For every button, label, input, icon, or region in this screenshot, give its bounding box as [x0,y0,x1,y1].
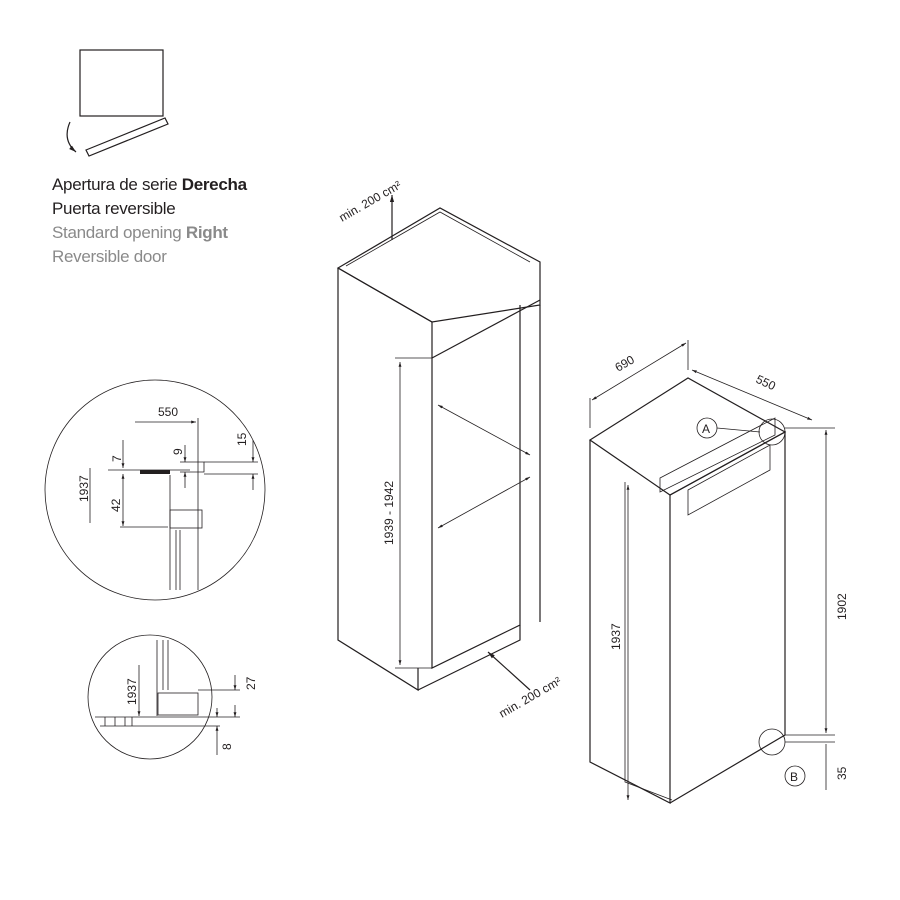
vent-bottom-label: min. 200 cm² [497,674,564,721]
door-height-label: 1937 [609,623,623,650]
marker-b: B [790,770,798,784]
detail-a-height: 1937 [77,475,91,502]
detail-b-27: 27 [244,676,258,690]
detail-a-9: 9 [171,448,185,455]
marker-a: A [702,422,710,436]
door-opening-icon [66,49,169,157]
detail-b-circle [87,634,240,760]
vent-top-label: min. 200 cm² [337,178,404,225]
detail-b-8: 8 [220,743,234,750]
detail-a-15: 15 [235,432,249,446]
appliance-drawing [588,340,835,804]
detail-a-width: 550 [158,405,178,419]
caption-es-prefix: Apertura de serie [52,175,182,194]
caption-en-prefix: Standard opening [52,223,186,242]
detail-a-7: 7 [110,455,124,462]
caption-es-side: Derecha [181,175,247,194]
caption-en-opening: Standard opening Right [52,221,228,245]
depth-label: 690 [613,352,638,374]
caption-en-reversible: Reversible door [52,247,167,266]
width-label: 550 [754,372,778,393]
body-height-label: 1902 [835,593,849,620]
niche-height-label: 1939 - 1942 [382,481,396,545]
caption-es-opening: Apertura de serie Derecha [52,173,247,197]
caption-en-side: Right [185,223,228,242]
detail-a-42: 42 [109,498,123,512]
bottom-gap-label: 35 [835,766,849,780]
caption-es-reversible: Puerta reversible [52,199,176,218]
cabinet-niche-drawing [336,195,541,692]
detail-b-height: 1937 [125,678,139,705]
detail-a-circle [44,379,266,601]
